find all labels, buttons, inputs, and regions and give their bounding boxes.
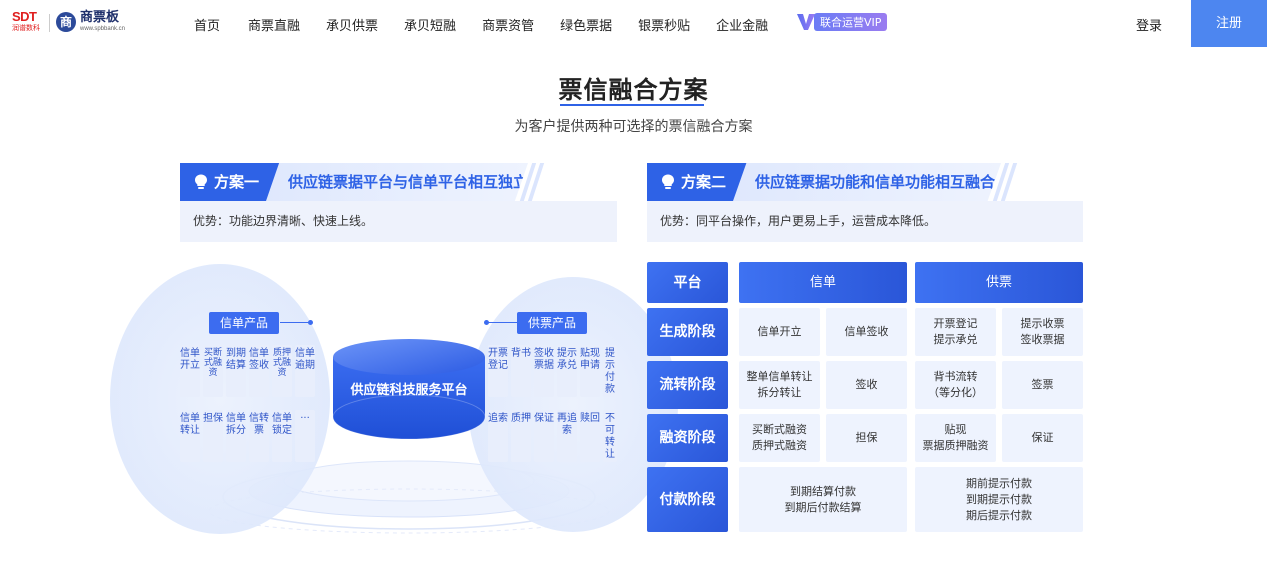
page-subtitle: 为客户提供两种可选择的票信融合方案 [514, 119, 753, 135]
nav-bank-discount[interactable]: 银票秒贴 [638, 19, 691, 34]
xindan-product-item: 信单签收 [249, 345, 269, 397]
gongpiao-product-item: 开票登记 [488, 345, 508, 397]
table-cell: 签票 [1002, 361, 1083, 409]
scheme2-tag-label: 方案二 [681, 173, 727, 191]
nav-home[interactable]: 首页 [194, 19, 221, 34]
vip-link[interactable]: 联合运营VIP [796, 13, 888, 31]
connector-dot [308, 320, 313, 325]
gongpiao-product-item: 提示承兑 [557, 345, 577, 397]
main-nav: 首页 商票直融 承贝供票 承贝短融 商票资管 绿色票据 银票秒贴 企业金融 [194, 15, 794, 34]
stage-payment: 付款阶段 [647, 467, 728, 532]
xindan-product-item: 担保 [203, 410, 223, 462]
scheme2-header: 方案二 供应链票据功能和信单功能相互融合 [647, 163, 1027, 201]
scheme1-diagram: 供应链科技服务平台 信单产品 供票产品 信单开立 买断式融资 到期结算 信单签收… [110, 259, 678, 544]
xindan-product-item: 信单逾期 [295, 345, 315, 397]
gongpiao-product-item: 贴现申请 [580, 345, 600, 397]
xindan-product-item: 信单开立 [180, 345, 200, 397]
table-cell: 开票登记提示承兑 [915, 308, 996, 356]
platform-center-label: 供应链科技服务平台 [350, 383, 468, 398]
sdt-logo-subtext: 润谱数科 [12, 24, 40, 32]
spb-logo-icon[interactable]: 商 [56, 12, 76, 32]
vip-badge: 联合运营VIP [814, 13, 888, 31]
connector-dot [484, 320, 489, 325]
gongpiao-product-item: 提示付款 [603, 345, 617, 397]
gongpiao-product-item: 再追索 [557, 410, 577, 462]
table-cell: 整单信单转让拆分转让 [739, 361, 820, 409]
vip-v-icon [797, 14, 815, 30]
scheme1-header: 方案一 供应链票据平台与信单平台相互独立 [180, 163, 560, 201]
xindan-product-item: 信单转让 [180, 410, 200, 462]
gongpiao-product-item: 追索 [488, 410, 508, 462]
gongpiao-product-item: 赎回 [580, 410, 600, 462]
scheme1-advantage: 优势：功能边界清晰、快速上线。 [180, 201, 617, 242]
xindan-product-item: 信单锁定 [272, 410, 292, 462]
stage-circulate: 流转阶段 [647, 361, 728, 409]
nav-chengbei-supply[interactable]: 承贝供票 [326, 19, 379, 34]
gongpiao-product-item: 背书 [511, 345, 531, 397]
scheme2-advantage: 优势：同平台操作，用户更易上手，运营成本降低。 [647, 201, 1083, 242]
xindan-products-label: 信单产品 [209, 312, 280, 334]
table-cell: 到期结算付款到期后付款结算 [739, 467, 907, 532]
gongpiao-product-item: 质押 [511, 410, 531, 462]
table-cell: 期前提示付款到期提示付款期后提示付款 [915, 467, 1083, 532]
table-cell: 背书流转（等分化） [915, 361, 996, 409]
table-cell: 信单开立 [739, 308, 820, 356]
platform-header-cell: 平台 [647, 262, 728, 303]
lightbulb-icon [195, 174, 207, 189]
scheme1-tag: 方案一 [180, 163, 280, 201]
table-cell: 提示收票签收票据 [1002, 308, 1083, 356]
table-cell: 签收 [826, 361, 907, 409]
gongpiao-product-item: 不可转让 [603, 410, 617, 462]
table-cell: 贴现票据质押融资 [915, 414, 996, 462]
stage-generate: 生成阶段 [647, 308, 728, 356]
xindan-product-item: ··· [295, 410, 315, 462]
sdt-logo-text: SDT [12, 9, 37, 24]
xindan-product-item: 信单拆分 [226, 410, 246, 462]
spb-logo[interactable]: 商票板 www.spbbank.cn [80, 10, 125, 33]
gongpiao-products-label: 供票产品 [517, 312, 588, 334]
header-stripes [519, 163, 545, 201]
page-title: 票信融合方案 [558, 76, 709, 104]
xindan-product-item: 质押式融资 [272, 345, 292, 397]
login-link[interactable]: 登录 [1136, 19, 1163, 34]
scheme1-tag-label: 方案一 [214, 173, 260, 191]
connector-line [280, 322, 310, 323]
spb-logo-url: www.spbbank.cn [80, 26, 126, 32]
left-bubble [110, 264, 330, 534]
lightbulb-icon [662, 174, 674, 189]
platform-cylinder [332, 339, 486, 440]
spb-logo-name: 商票板 [80, 10, 120, 25]
table-cell: 保证 [1002, 414, 1083, 462]
gongpiao-product-item: 签收票据 [534, 345, 554, 397]
header-stripes [992, 163, 1018, 201]
table-cell: 买断式融资质押式融资 [739, 414, 820, 462]
gongpiao-column-header: 供票 [915, 262, 1083, 303]
nav-chengbei-short[interactable]: 承贝短融 [404, 19, 457, 34]
nav-asset-mgmt[interactable]: 商票资管 [482, 19, 535, 34]
logo-divider [49, 14, 50, 32]
stage-finance: 融资阶段 [647, 414, 728, 462]
scheme1-title: 供应链票据平台与信单平台相互独立 [266, 163, 528, 201]
connector-line [486, 322, 518, 323]
nav-commercial-direct[interactable]: 商票直融 [248, 19, 301, 34]
register-button[interactable]: 注册 [1191, 0, 1267, 47]
title-underline [560, 104, 704, 106]
table-cell: 担保 [826, 414, 907, 462]
nav-enterprise-finance[interactable]: 企业金融 [716, 19, 769, 34]
sdt-logo[interactable]: SDT 润谱数科 [12, 10, 44, 33]
xindan-product-item: 信转票 [249, 410, 269, 462]
top-header: SDT 润谱数科 商 商票板 www.spbbank.cn 首页 商票直融 承贝… [0, 0, 1267, 48]
xindan-product-item: 到期结算 [226, 345, 246, 397]
scheme2-title: 供应链票据功能和信单功能相互融合 [733, 163, 1001, 201]
scheme2-tag: 方案二 [647, 163, 747, 201]
xindan-column-header: 信单 [739, 262, 907, 303]
gongpiao-product-item: 保证 [534, 410, 554, 462]
nav-green-bills[interactable]: 绿色票据 [560, 19, 613, 34]
xindan-product-item: 买断式融资 [203, 345, 223, 397]
table-cell: 信单签收 [826, 308, 907, 356]
